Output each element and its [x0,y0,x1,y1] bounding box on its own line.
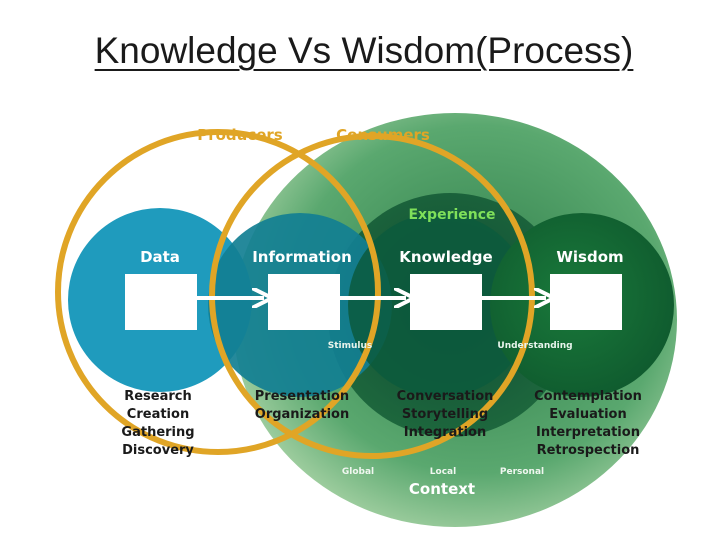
understanding-label: Understanding [497,341,572,351]
page-title: Knowledge Vs Wisdom(Process) [94,30,634,71]
knowledge-activity: Storytelling [402,407,488,422]
information-activity: Presentation [255,389,349,404]
knowledge-activity: Integration [404,425,486,440]
knowledge-label: Knowledge [399,248,492,266]
wisdom-activity: Evaluation [549,407,626,422]
data-activity: Gathering [121,425,194,440]
experience-label: Experience [408,207,495,223]
wisdom-activity: Contemplation [534,389,642,404]
data-activity: Research [124,389,192,404]
information-label: Information [252,248,352,266]
consumers-label: Consumers [336,126,430,144]
data-box [125,274,197,330]
information-activity: Organization [255,407,349,422]
wisdom-activity: Retrospection [537,443,640,458]
stimulus-label: Stimulus [328,341,373,351]
personal-label: Personal [500,467,544,477]
data-label: Data [140,248,180,266]
local-label: Local [430,467,456,477]
knowledge-activity: Conversation [397,389,494,404]
wisdom-activity: Interpretation [536,425,640,440]
wisdom-label: Wisdom [556,248,623,266]
data-activity: Discovery [122,443,194,458]
context-label: Context [409,480,475,498]
knowledge-box [410,274,482,330]
producers-label: Producers [197,126,283,144]
data-activity: Creation [127,407,189,422]
producers-ring [55,129,381,455]
information-box [268,274,340,330]
wisdom-box [550,274,622,330]
global-label: Global [342,467,374,477]
